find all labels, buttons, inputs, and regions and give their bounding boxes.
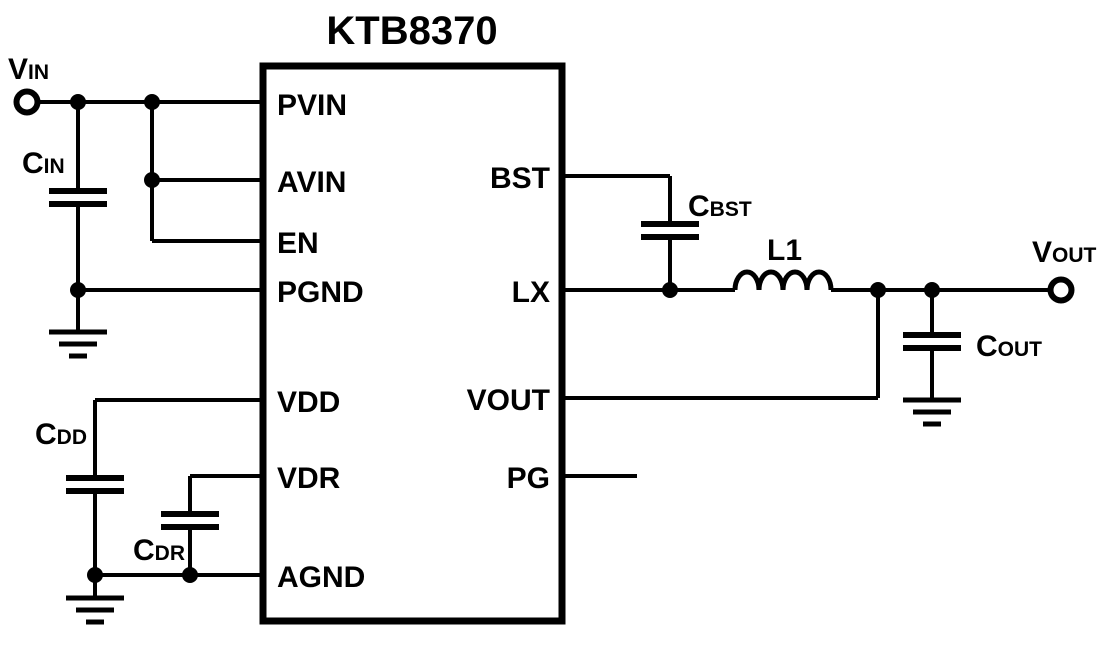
ic-left-pin-labels: PVIN AVIN EN PGND VDD VDR AGND [277,89,365,594]
junction-dot [662,282,678,298]
pin-label-pgnd: PGND [277,276,364,309]
junction-dot [870,282,886,298]
junction-dot [924,282,940,298]
cdr-label-sub: DR [155,542,185,565]
inductor-l1 [732,269,834,291]
cbst-label-main: C [688,190,710,223]
vin-label: VIN [8,53,49,86]
cbst-capacitor [641,221,699,240]
vout-label-sub: OUT [1052,244,1097,267]
ic-right-pin-labels: BST LX VOUT PG [467,162,550,495]
junction-dot [144,172,160,188]
ic-outline [259,62,566,625]
cout-label: COUT [976,330,1042,363]
cin-label-sub: IN [44,155,65,178]
cout-label-main: C [976,330,998,363]
cout-label-sub: OUT [998,338,1043,361]
cdd-label: CDD [35,418,87,451]
vout-label-main: V [1032,236,1052,269]
junction-dot [144,94,160,110]
cin-label: CIN [22,147,65,180]
pin-label-vdd: VDD [277,386,340,419]
pin-label-vout: VOUT [467,384,550,417]
junction-dot [70,282,86,298]
junction-dot [70,94,86,110]
vin-label-sub: IN [28,61,49,84]
pin-label-avin: AVIN [277,166,346,199]
cdd-label-sub: DD [57,426,87,449]
cdr-capacitor [161,511,219,530]
vout-terminal [1047,276,1075,304]
cin-label-main: C [22,147,44,180]
pin-label-pg: PG [507,462,550,495]
l1-label: L1 [767,234,802,267]
ground-symbol-cin [49,329,107,359]
pin-label-en: EN [277,227,319,260]
vout-label: VOUT [1032,236,1097,269]
ground-symbol-agnd [66,595,124,625]
vin-terminal [13,88,41,116]
pin-label-agnd: AGND [277,561,365,594]
pin-label-lx: LX [512,276,550,309]
cin-capacitor [49,188,107,207]
cdr-label-main: C [133,534,155,567]
junction-dot [182,567,198,583]
pin-label-bst: BST [490,162,550,195]
pin-label-pvin: PVIN [277,89,347,122]
junction-dot [87,567,103,583]
cdd-label-main: C [35,418,57,451]
pin-label-vdr: VDR [277,462,341,495]
cdr-label: CDR [133,534,185,567]
cout-capacitor [903,332,961,351]
cbst-label-sub: BST [710,198,752,221]
vin-label-main: V [8,53,28,86]
junction-dots [70,94,940,583]
cdd-capacitor [66,475,124,494]
ground-symbol-cout [903,397,961,427]
ic-part-number: KTB8370 [326,9,497,53]
cbst-label: CBST [688,190,752,223]
